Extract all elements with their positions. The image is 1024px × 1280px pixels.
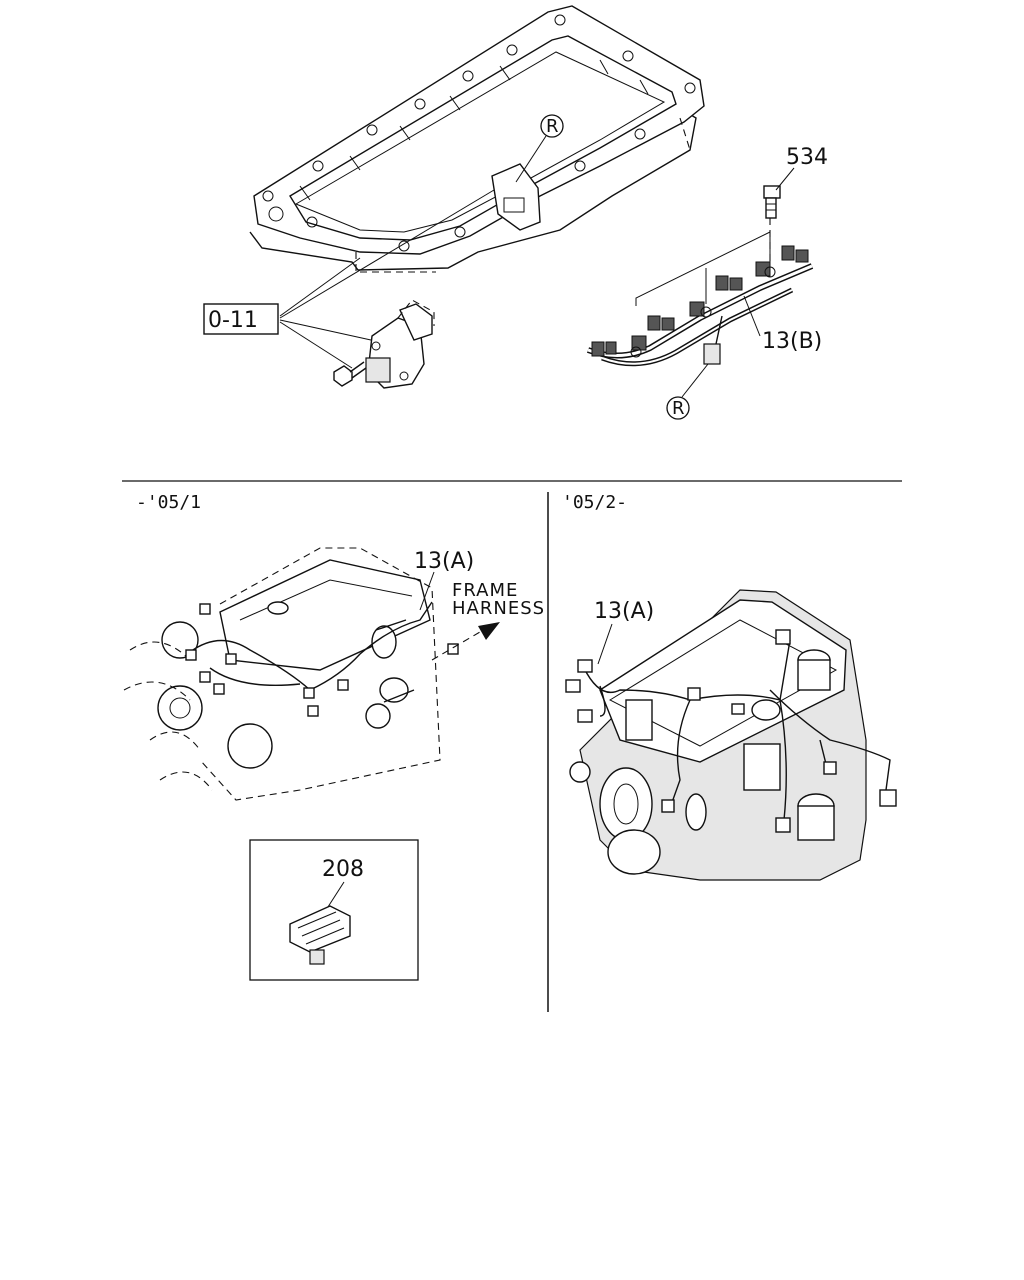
part-label-534: 534 [786,145,828,170]
part-label-208: 208 [322,857,364,882]
part-label-0-11: 0-11 [208,308,258,333]
bolt-icon [333,361,367,387]
rim-bolt-holes [262,14,696,252]
engine-right [565,589,897,881]
ref-circle-top: R [515,114,564,183]
sensor-bracket [365,299,435,389]
harness-connectors-left [185,603,459,717]
ref-circle-harness: R [666,363,709,420]
part-label-box [203,303,279,335]
ref-r-harness-label: R [672,398,686,419]
part-label-13b: 13(B) [762,329,822,354]
frame-harness-line1: FRAME [452,580,518,601]
oil-pan-assembly [249,5,705,273]
part-label-13a-left: 13(A) [414,549,474,574]
ref-r-top-label: R [546,116,560,137]
bolt-534-icon [763,185,781,219]
frame-harness-line2: HARNESS [452,598,545,619]
section-header-right: '05/2- [562,492,627,513]
part-208-inset: 208 [249,839,419,981]
section-header-left: -'05/1 [136,492,201,513]
arrow-icon [478,622,500,640]
harness-13b: 534 13(B) [586,145,828,367]
callout-0-11: 0-11 [203,189,495,369]
harness-connectors-right [565,629,897,833]
engine-left [123,547,500,801]
injector-connectors [591,245,809,358]
part-label-13a-right: 13(A) [594,599,654,624]
